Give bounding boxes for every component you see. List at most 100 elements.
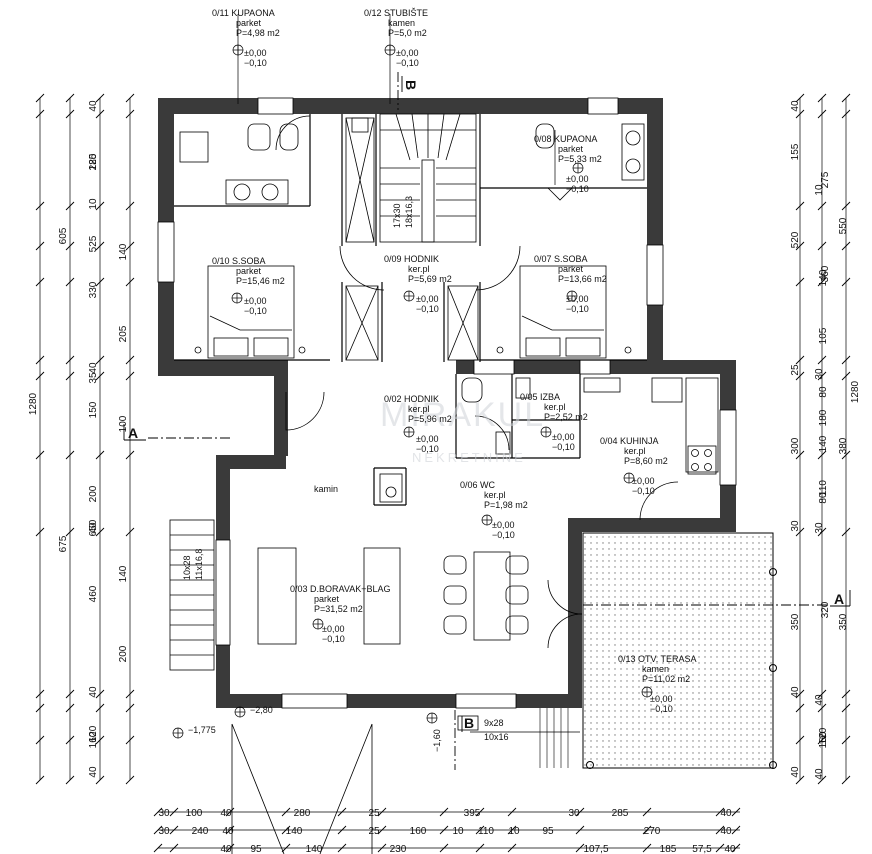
dim-right-d-1: 10 <box>814 184 825 196</box>
dim-left-c-4: 150 <box>88 401 99 418</box>
dim-left-b-1: 525 <box>88 235 99 252</box>
room-0-07-lvl_bot: −0,10 <box>566 304 589 314</box>
dim-bottom-2-6: 10 <box>452 826 464 837</box>
dim-right-d-3: 30 <box>814 368 825 380</box>
dim-right-b-4: 300 <box>790 437 801 454</box>
dim-left-d-2: 35 <box>88 372 99 384</box>
section-b-top: B <box>403 80 419 90</box>
room-0-09-material: ker.pl <box>408 264 430 274</box>
dim-left-c-10: 160 <box>88 731 99 748</box>
dim-left-c-5: 100 <box>118 415 129 432</box>
dim-bottom-2-10: 270 <box>644 826 661 837</box>
room-0-11-area: P=4,98 m2 <box>236 28 280 38</box>
dim-left-c-6: 200 <box>88 485 99 502</box>
dim-right-a-1: 380 <box>838 437 849 454</box>
room-0-06-lvl_bot: −0,10 <box>492 530 515 540</box>
room-0-09-lvl_top: ±0,00 <box>416 294 438 304</box>
ext-level-2: −2,80 <box>250 705 273 715</box>
room-0-06-name: 0/06 WC <box>460 480 496 490</box>
dim-left-total: 1280 <box>28 392 39 415</box>
dim-left-d-5: 40 <box>88 686 99 698</box>
room-0-02-name: 0/02 HODNIK <box>384 394 439 404</box>
leaders <box>172 14 653 739</box>
room-0-13-name: 0/13 OTV. TERASA <box>618 654 697 664</box>
dim-right-b-3: 360 <box>820 265 831 282</box>
beds <box>194 265 632 359</box>
dim-left-d-7: 40 <box>88 766 99 778</box>
dim-right-d-0: 40 <box>790 100 801 112</box>
room-0-02-lvl_top: ±0,00 <box>416 434 438 444</box>
ext-level-3: −1,60 <box>432 729 442 752</box>
dim-right-c-5: 80 <box>818 386 829 398</box>
dim-bottom-1-2: 40 <box>220 808 232 819</box>
stair-label-a: 17x30 <box>392 203 402 228</box>
room-0-13-area: P=11,02 m2 <box>642 674 690 684</box>
dim-left-c-8: 460 <box>88 585 99 602</box>
dim-bottom-2-11: 40 <box>720 826 732 837</box>
room-0-06-material: ker.pl <box>484 490 506 500</box>
dim-bottom-2-9: 95 <box>542 826 554 837</box>
dim-left-c-7: 140 <box>118 565 129 582</box>
room-0-10-name: 0/10 S.SOBA <box>212 256 266 266</box>
ext-stair-label-a: 10x28 <box>182 555 192 580</box>
room-0-03-name: 0/03 D.BORAVAK+BLAG <box>290 584 390 594</box>
room-0-07-lvl_top: ±0,00 <box>566 294 588 304</box>
room-0-12-name: 0/12 STUBIŠTE <box>364 8 428 18</box>
room-0-03-lvl_bot: −0,10 <box>322 634 345 644</box>
room-0-03-area: P=31,52 m2 <box>314 604 363 614</box>
staircase <box>379 113 477 243</box>
dim-left-d-6: 120 <box>88 725 99 742</box>
dim-bottom-3-1: 95 <box>250 844 262 854</box>
section-a-right: A <box>834 591 844 607</box>
dim-bottom-3-5: 185 <box>660 844 677 854</box>
dim-right-c-8: 160 <box>818 731 829 748</box>
dim-left-a-1: 675 <box>58 535 69 552</box>
kamin-label: kamin <box>314 484 338 494</box>
dim-bottom-1-8: 40 <box>720 808 732 819</box>
dim-bottom-2-2: 40 <box>222 826 234 837</box>
dim-bottom-3-3: 230 <box>390 844 407 854</box>
dim-right-d-8: 40 <box>790 766 801 778</box>
dim-left-c-0: 220 <box>88 153 99 170</box>
wardrobes <box>345 117 479 361</box>
dim-bottom-3-7: 40 <box>724 844 736 854</box>
section-marks <box>123 72 851 770</box>
room-0-05-lvl_bot: −0,10 <box>552 442 575 452</box>
dim-bottom-2-3: 140 <box>286 826 303 837</box>
dim-bottom-1-1: 100 <box>186 808 203 819</box>
room-0-02-material: ker.pl <box>408 404 430 414</box>
dim-right-c-7: 120 <box>818 727 829 744</box>
room-0-12-lvl_bot: −0,10 <box>396 58 419 68</box>
stair-label-b: 18x16,3 <box>404 196 414 228</box>
dim-right-c-0: 140 <box>818 269 829 286</box>
room-0-06-lvl_top: ±0,00 <box>492 520 514 530</box>
room-0-08-name: 0/08 KUPAONA <box>534 134 597 144</box>
dimension-ticks <box>35 93 851 853</box>
exterior-stairs <box>169 519 580 854</box>
dim-left-d-3: 40 <box>88 362 99 374</box>
windows <box>157 97 737 709</box>
room-0-13-lvl_top: ±0,00 <box>650 694 672 704</box>
room-0-10-lvl_top: ±0,00 <box>244 296 266 306</box>
room-0-03-material: parket <box>314 594 340 604</box>
room-0-10-lvl_bot: −0,10 <box>244 306 267 316</box>
dim-right-d-4: 30 <box>790 520 801 532</box>
dim-right-b-1: 275 <box>820 171 831 188</box>
dim-bottom-3-0: 40 <box>220 844 232 854</box>
section-a-left: A <box>128 425 138 441</box>
dim-left-d-1: 10 <box>88 198 99 210</box>
room-0-11-material: parket <box>236 18 262 28</box>
room-0-08-material: parket <box>558 144 584 154</box>
dim-right-b-2: 520 <box>790 231 801 248</box>
room-0-09-area: P=5,69 m2 <box>408 274 452 284</box>
room-0-05-lvl_top: ±0,00 <box>552 432 574 442</box>
dim-bottom-2-5: 160 <box>410 826 427 837</box>
room-0-06-area: P=1,98 m2 <box>484 500 528 510</box>
dim-right-c-1: 105 <box>818 327 829 344</box>
room-0-10-material: parket <box>236 266 262 276</box>
terrace-posts <box>586 568 777 769</box>
dim-bottom-2-4: 25 <box>368 826 380 837</box>
dimension-labels: 1280605675185525650220140330205150100200… <box>28 100 861 854</box>
